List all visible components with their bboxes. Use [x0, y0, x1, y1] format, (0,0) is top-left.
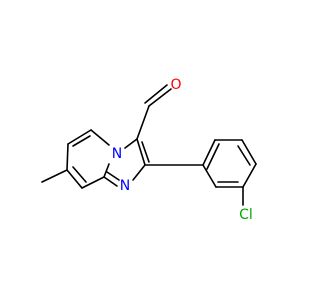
bond: [206, 143, 220, 170]
bond: [81, 176, 105, 189]
bond: [103, 176, 118, 187]
bond: [237, 145, 251, 166]
molecule-structure: O N N Cl: [41, 77, 257, 223]
bond: [144, 84, 168, 104]
bond: [132, 164, 146, 181]
bond: [241, 139, 257, 165]
atom-labels: O N N Cl: [112, 77, 253, 223]
bond: [72, 166, 87, 183]
bond: [67, 129, 92, 145]
bond: [136, 105, 150, 140]
bond: [106, 171, 120, 181]
bond: [124, 138, 138, 149]
bond: [66, 169, 83, 189]
bond: [66, 143, 69, 171]
bond: [148, 88, 172, 107]
bond: [90, 129, 110, 146]
atom-label-oxygen: O: [170, 77, 181, 93]
bond: [202, 164, 217, 188]
atom-label-chlorine: Cl: [239, 207, 253, 223]
bond: [202, 139, 216, 166]
atom-label-nitrogen-bridgehead: N: [112, 146, 122, 162]
bond: [136, 138, 146, 166]
bond: [242, 163, 257, 188]
bond: [41, 169, 68, 183]
bond: [103, 163, 110, 178]
bond: [141, 141, 150, 163]
bond: [72, 135, 91, 147]
bonds: [41, 84, 257, 206]
atom-label-nitrogen-imidazole: N: [120, 178, 130, 194]
